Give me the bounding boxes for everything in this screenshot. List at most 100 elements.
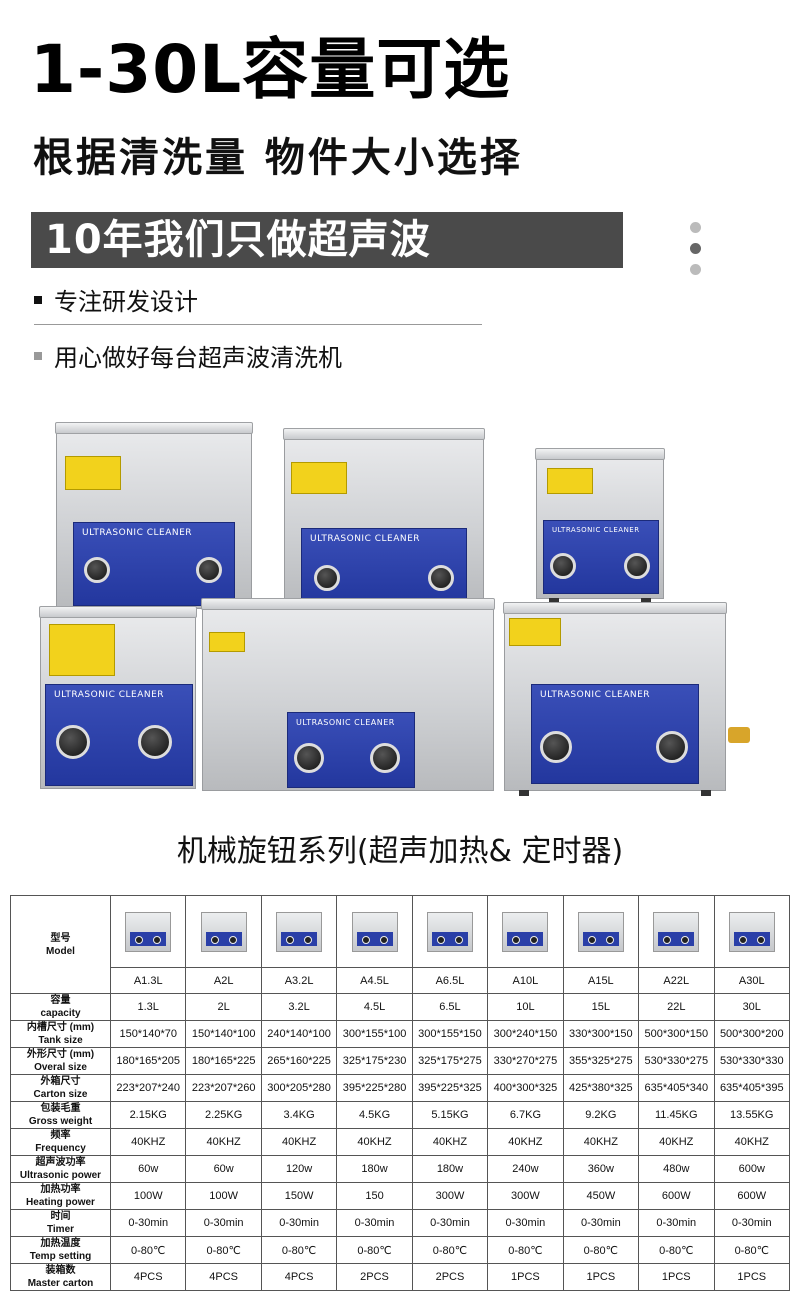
ultrasonic-cleaner-image: ULTRASONIC CLEANER bbox=[503, 602, 727, 796]
table-cell: 1PCS bbox=[487, 1263, 564, 1291]
table-cell: 300*205*280 bbox=[260, 1074, 338, 1102]
row-label-cn: 时间 bbox=[50, 1211, 71, 1222]
table-cell: 180w bbox=[411, 1155, 489, 1183]
row-label-cn: 包装毛重 bbox=[40, 1103, 81, 1114]
table-cell: 11.45KG bbox=[638, 1101, 715, 1129]
table-cell: 4PCS bbox=[260, 1263, 338, 1291]
table-cell: 0-80℃ bbox=[487, 1236, 564, 1264]
table-cell: 0-80℃ bbox=[260, 1236, 338, 1264]
model-name-cell: A3.2L bbox=[260, 967, 338, 994]
table-cell: 395*225*325 bbox=[411, 1074, 489, 1102]
model-name-cell: A30L bbox=[713, 967, 790, 994]
page-subheading: 根据清洗量 物件大小选择 bbox=[33, 135, 523, 181]
table-cell: 3.2L bbox=[260, 993, 338, 1021]
square-bullet-icon bbox=[34, 296, 42, 304]
table-cell: 0-30min bbox=[713, 1209, 790, 1237]
table-cell: 300*155*100 bbox=[336, 1020, 413, 1048]
series-title: 机械旋钮系列(超声加热& 定时器) bbox=[176, 834, 624, 869]
table-cell: 40KHZ bbox=[487, 1128, 564, 1156]
table-cell: 425*380*325 bbox=[562, 1074, 640, 1102]
model-name-cell: A1.3L bbox=[109, 967, 187, 994]
row-label-cn: 外形尺寸 (mm) bbox=[26, 1049, 95, 1060]
table-cell: 180w bbox=[336, 1155, 413, 1183]
model-thumbnail-cell bbox=[260, 895, 338, 968]
row-label-cn: 超声波功率 bbox=[35, 1157, 86, 1168]
table-cell: 150 bbox=[336, 1182, 413, 1210]
table-cell: 40KHZ bbox=[185, 1128, 262, 1156]
table-cell: 4PCS bbox=[185, 1263, 262, 1291]
knob-icon bbox=[56, 725, 90, 759]
row-label-cn: 型号 bbox=[50, 932, 71, 944]
bullet-text-2: 用心做好每台超声波清洗机 bbox=[54, 344, 342, 372]
ultrasonic-cleaner-image: ULTRASONIC CLEANER bbox=[283, 428, 485, 612]
bullet-text-1: 专注研发设计 bbox=[54, 288, 198, 316]
row-label-en: Overal size bbox=[34, 1062, 87, 1073]
table-cell: 0-80℃ bbox=[562, 1236, 640, 1264]
table-cell: 480w bbox=[638, 1155, 715, 1183]
table-cell: 0-80℃ bbox=[109, 1236, 187, 1264]
table-cell: 40KHZ bbox=[109, 1128, 187, 1156]
knob-icon bbox=[370, 743, 400, 773]
model-thumbnail-cell bbox=[562, 895, 640, 968]
cleaner-thumbnail-icon bbox=[426, 912, 473, 952]
row-label-en: Model bbox=[46, 945, 75, 957]
table-cell: 0-30min bbox=[638, 1209, 715, 1237]
model-name-cell: A6.5L bbox=[411, 967, 489, 994]
divider bbox=[34, 324, 482, 325]
row-label-en: capacity bbox=[40, 1008, 81, 1019]
table-cell: 450W bbox=[562, 1182, 640, 1210]
table-cell: 4.5L bbox=[336, 993, 413, 1021]
table-cell: 6.5L bbox=[411, 993, 489, 1021]
table-cell: 2PCS bbox=[411, 1263, 489, 1291]
table-cell: 100W bbox=[185, 1182, 262, 1210]
model-name-cell: A4.5L bbox=[336, 967, 413, 994]
carousel-dot-1[interactable] bbox=[690, 222, 701, 233]
warning-label-icon bbox=[65, 456, 121, 490]
warning-label-icon bbox=[291, 462, 347, 494]
table-cell: 600w bbox=[713, 1155, 790, 1183]
ultrasonic-cleaner-image: ULTRASONIC CLEANER bbox=[39, 606, 197, 789]
table-cell: 40KHZ bbox=[336, 1128, 413, 1156]
cleaner-thumbnail-icon bbox=[200, 912, 247, 952]
table-cell: 635*405*395 bbox=[713, 1074, 790, 1102]
cleaner-thumbnail-icon bbox=[653, 912, 700, 952]
banner-text: 10年我们只做超声波 bbox=[45, 217, 431, 263]
square-bullet-icon bbox=[34, 352, 42, 360]
model-thumbnail-cell bbox=[185, 895, 262, 968]
panel-label: ULTRASONIC CLEANER bbox=[552, 526, 640, 534]
table-cell: 1.3L bbox=[109, 993, 187, 1021]
table-cell: 40KHZ bbox=[638, 1128, 715, 1156]
carousel-dot-2[interactable] bbox=[690, 243, 701, 254]
table-cell: 330*300*150 bbox=[562, 1020, 640, 1048]
table-cell: 265*160*225 bbox=[260, 1047, 338, 1075]
model-name-cell: A15L bbox=[562, 967, 640, 994]
table-cell: 600W bbox=[713, 1182, 790, 1210]
table-cell: 40KHZ bbox=[713, 1128, 790, 1156]
row-label: 内槽尺寸 (mm)Tank size bbox=[10, 1020, 111, 1048]
table-cell: 60w bbox=[185, 1155, 262, 1183]
table-cell: 500*300*150 bbox=[638, 1020, 715, 1048]
banner: 10年我们只做超声波 bbox=[31, 212, 623, 268]
table-cell: 300W bbox=[487, 1182, 564, 1210]
warning-label-icon bbox=[547, 468, 593, 494]
warning-label-icon bbox=[209, 632, 245, 652]
knob-icon bbox=[294, 743, 324, 773]
knob-icon bbox=[84, 557, 110, 583]
row-label-en: Ultrasonic power bbox=[19, 1170, 102, 1181]
panel-label: ULTRASONIC CLEANER bbox=[310, 534, 421, 544]
table-cell: 150*140*70 bbox=[109, 1020, 187, 1048]
knob-icon bbox=[550, 553, 576, 579]
table-cell: 180*165*225 bbox=[185, 1047, 262, 1075]
table-cell: 5.15KG bbox=[411, 1101, 489, 1129]
row-label: 超声波功率 Ultrasonic power bbox=[10, 1155, 111, 1183]
carousel-dot-3[interactable] bbox=[690, 264, 701, 275]
